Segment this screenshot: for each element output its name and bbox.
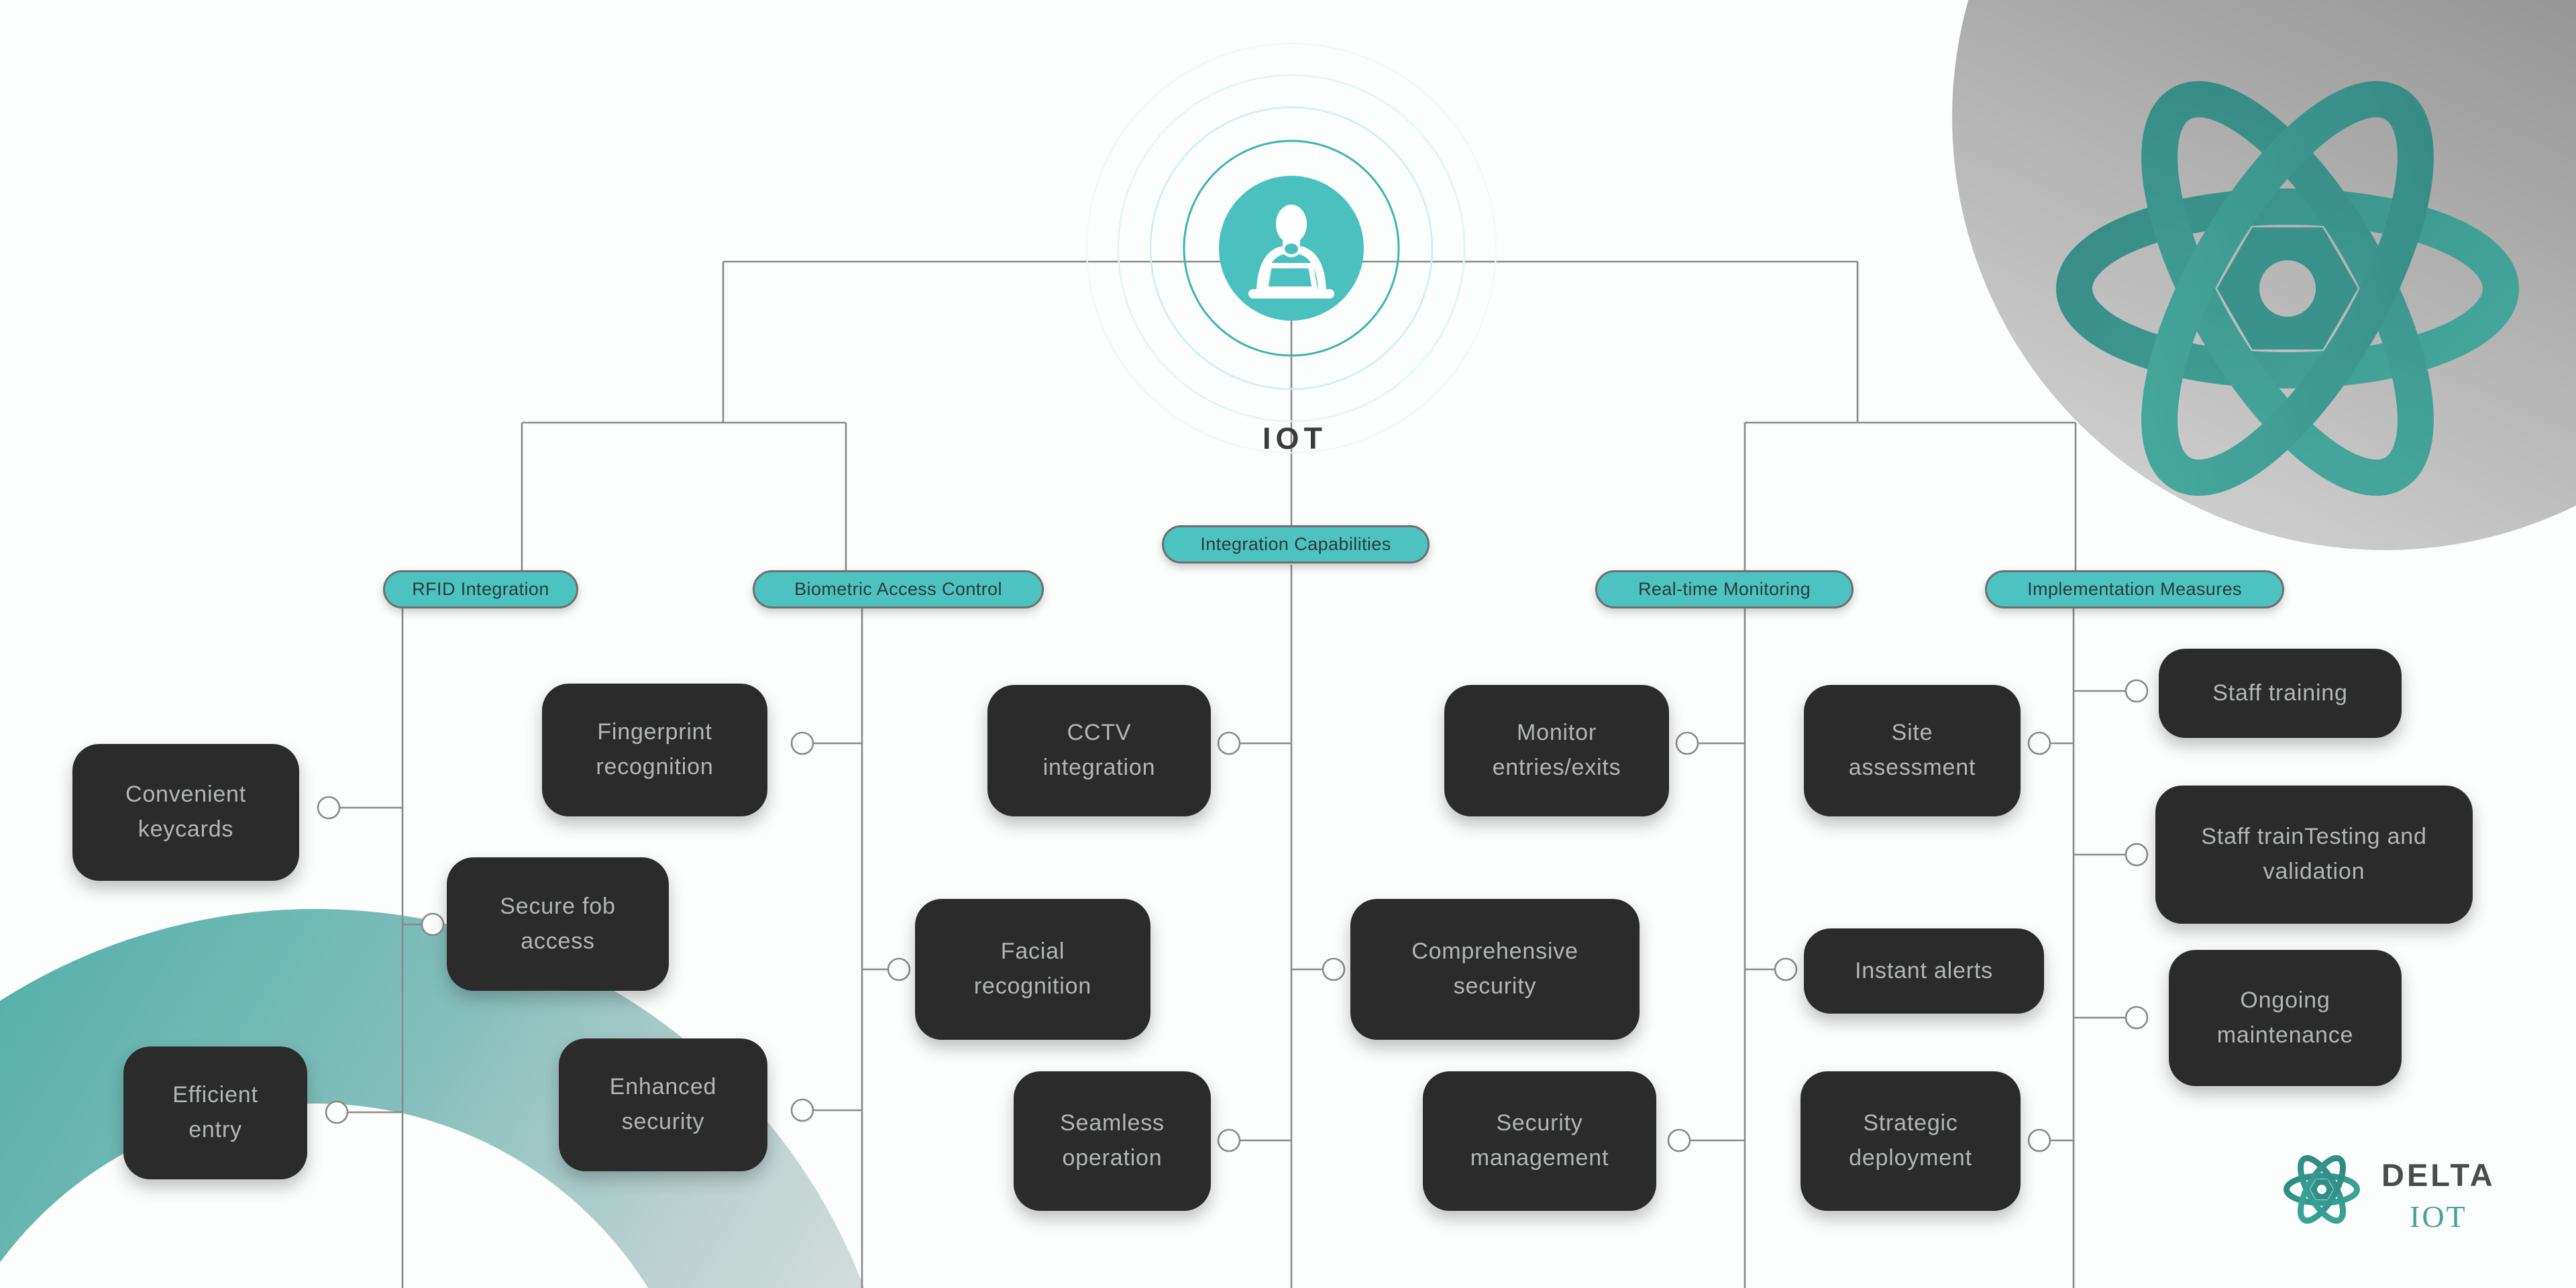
branch-pill: Integration Capabilities [1162, 525, 1430, 564]
child-node-label: Seamless operation [1060, 1110, 1165, 1171]
connector-dot [2027, 1128, 2051, 1152]
connector-dot [421, 912, 445, 936]
connector-dot [325, 1100, 349, 1124]
brand-name: DELTA [2381, 1157, 2496, 1193]
child-node-label: Facial recognition [973, 938, 1092, 999]
connector-dot [317, 796, 341, 820]
child-node-label: Secure fob access [500, 893, 616, 954]
connector-dot [1322, 957, 1346, 981]
child-node: Ongoing maintenance [2169, 950, 2402, 1086]
child-node-label: Efficient entry [172, 1082, 258, 1142]
child-node: Convenient keycards [72, 744, 299, 881]
child-node-label: Monitor entries/exits [1492, 720, 1621, 780]
connector-dot [2027, 731, 2051, 755]
child-node-label: CCTV integration [1042, 720, 1156, 780]
child-node-label: Fingerprint recognition [596, 719, 714, 780]
branch-pill-label: Implementation Measures [2027, 579, 2242, 599]
connector-dot [1667, 1128, 1691, 1152]
child-node: Efficient entry [123, 1046, 307, 1179]
child-node: Secure fob access [447, 857, 669, 991]
connector-dot [887, 957, 911, 981]
connector-dot [2125, 1006, 2149, 1030]
child-node: Site assessment [1804, 685, 2021, 816]
child-node-label: Security management [1470, 1110, 1609, 1171]
person-at-laptop-icon [1248, 205, 1334, 299]
child-node: Comprehensive security [1350, 899, 1640, 1040]
child-node-label: Enhanced security [609, 1074, 717, 1134]
child-node-label: Staff trainTesting and validation [2201, 824, 2427, 884]
branch-pill-label: RFID Integration [412, 579, 549, 599]
branch-pill: Biometric Access Control [753, 570, 1044, 608]
brand-logo: DELTA IOT [2274, 1139, 2496, 1240]
child-node-label: Convenient keycards [125, 782, 246, 842]
connector-dot [1774, 957, 1798, 981]
child-node: Instant alerts [1804, 928, 2044, 1014]
child-node: Fingerprint recognition [542, 684, 767, 816]
branch-pill: Real-time Monitoring [1595, 570, 1854, 608]
child-node-label: Site assessment [1848, 720, 1976, 780]
atom-knot-icon [2274, 1139, 2369, 1240]
connector-dot [790, 731, 814, 755]
branch-pill-label: Integration Capabilities [1200, 534, 1391, 554]
brand-sub-name: IOT [2410, 1199, 2467, 1234]
connector-dot [1675, 731, 1699, 755]
child-node-label: Instant alerts [1855, 957, 1993, 983]
child-node: CCTV integration [987, 685, 1211, 816]
child-node-label: Staff training [2212, 680, 2348, 706]
branch-pill: RFID Integration [383, 570, 578, 608]
connector-dot [790, 1098, 814, 1122]
connector-dot [2125, 843, 2149, 867]
child-node: Monitor entries/exits [1444, 685, 1669, 816]
connector-dot [1217, 731, 1241, 755]
child-node: Enhanced security [559, 1038, 767, 1171]
root-node-label: IOT [1263, 421, 1327, 455]
teal-ring-decoration [0, 909, 865, 1288]
child-node: Security management [1423, 1071, 1656, 1211]
connector-dot [2125, 679, 2149, 703]
child-node-label: Comprehensive security [1411, 938, 1578, 999]
child-node: Strategic deployment [1801, 1071, 2021, 1211]
branch-pill-label: Biometric Access Control [794, 579, 1002, 599]
child-node-label: Ongoing maintenance [2216, 987, 2354, 1048]
child-node: Staff training [2159, 649, 2402, 738]
branch-pill-label: Real-time Monitoring [1638, 579, 1811, 599]
branch-pill: Implementation Measures [1985, 570, 2284, 608]
child-node: Seamless operation [1014, 1071, 1211, 1211]
child-node: Staff trainTesting and validation [2155, 786, 2473, 924]
connector-dot [1217, 1128, 1241, 1152]
child-node-label: Strategic deployment [1849, 1110, 1972, 1171]
child-node: Facial recognition [915, 899, 1150, 1040]
